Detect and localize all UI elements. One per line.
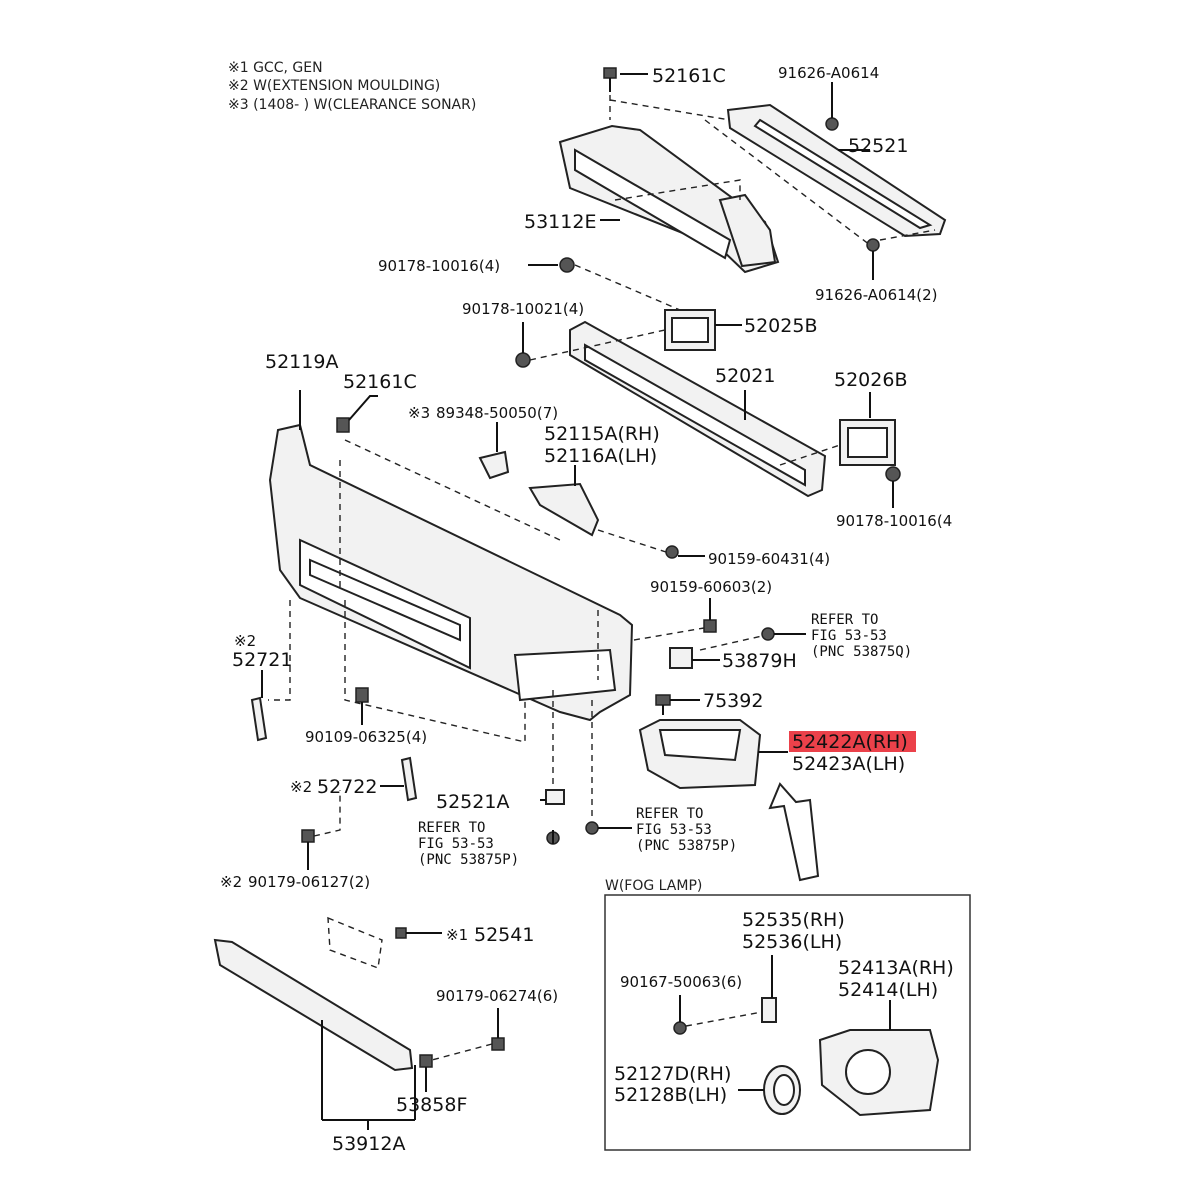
label-52721: 52721 (232, 649, 292, 671)
screw-90159-60431 (665, 545, 705, 559)
label-89348-50050: 89348-50050(7) (436, 404, 558, 422)
label-52116A: 52116A(LH) (544, 445, 657, 467)
label-52115A: 52115A(RH) (544, 423, 660, 445)
reinforcement-52021 (569, 320, 827, 498)
label-53858F: 53858F (396, 1094, 467, 1116)
label-52423A: 52423A(LH) (792, 753, 905, 775)
label-90179-06127: 90179-06127(2) (248, 873, 370, 891)
label-75392: 75392 (703, 690, 763, 712)
nut-90178-10021 (515, 322, 531, 368)
label-52161C-top: 52161C (652, 65, 726, 87)
label-90109-06325: 90109-06325(4) (305, 728, 427, 746)
label-52128B: 52128B(LH) (614, 1084, 727, 1106)
bolt-52161C-top (603, 67, 617, 92)
label-refer2-c: (PNC 53875P) (418, 852, 519, 868)
label-52722-prefix: ※2 (290, 778, 312, 796)
label-52119A: 52119A (265, 351, 338, 373)
note-3: ※3 (1408- ) W(CLEARANCE SONAR) (228, 97, 476, 113)
highlight-52422A (789, 731, 916, 752)
label-52025B: 52025B (744, 315, 817, 337)
label-90167-50063: 90167-50063(6) (620, 973, 742, 991)
label-90159-60603: 90159-60603(2) (650, 578, 772, 596)
plate-bracket-52541 (327, 916, 442, 969)
clip-75392 (655, 694, 700, 715)
screw-refer-p-left (546, 830, 560, 845)
fog-lamp-frame (604, 894, 971, 1151)
fog-bracket-52535 (761, 955, 777, 1023)
moulding-52721 (250, 670, 268, 742)
label-52422A: 52422A(RH) (792, 731, 908, 753)
retainer-52115A (528, 482, 600, 537)
nut-90178-10016-right (885, 466, 901, 508)
label-52535: 52535(RH) (742, 909, 845, 931)
label-52721-prefix: ※2 (234, 632, 256, 650)
bracket-52026B (839, 419, 896, 466)
clip-53879H (669, 647, 720, 669)
label-90179-06127-prefix: ※2 (220, 873, 242, 891)
nut-90179-06274 (491, 1008, 505, 1051)
note-1: ※1 GCC, GEN (228, 60, 323, 76)
label-52127D: 52127D(RH) (614, 1063, 731, 1085)
label-refer1-c: (PNC 53875Q) (811, 644, 912, 660)
label-52161C-left: 52161C (343, 371, 417, 393)
label-90178-10016-a: 90178-10016(4) (378, 257, 500, 275)
label-89348-prefix: ※3 (408, 404, 430, 422)
label-52541: 52541 (474, 924, 534, 946)
grille-support-53112E (558, 124, 780, 274)
label-refer3-a: REFER TO (636, 806, 703, 822)
label-53912A: 53912A (332, 1133, 405, 1155)
moulding-52722 (380, 756, 418, 802)
clip-52521A (540, 789, 565, 805)
screw-90167-50063 (673, 995, 687, 1035)
label-53879H: 53879H (722, 650, 797, 672)
clip-90109-06325 (355, 687, 369, 725)
label-refer1-b: FIG 53-53 (811, 628, 887, 644)
label-52722: 52722 (317, 776, 377, 798)
label-52026B: 52026B (834, 369, 907, 391)
sonar-bracket-89348 (478, 422, 510, 480)
fog-ring-52127D (738, 1065, 801, 1115)
label-52021: 52021 (715, 365, 775, 387)
label-91626-A0614: 91626-A0614 (778, 64, 879, 82)
label-refer3-c: (PNC 53875P) (636, 838, 737, 854)
bracket-52521 (726, 103, 947, 238)
label-91626-A0614-2: 91626-A0614(2) (815, 286, 937, 304)
bolt-91626-A0614 (825, 82, 839, 131)
fog-bezel-52413A (818, 1000, 940, 1117)
fog-cover-52422A (638, 719, 788, 790)
label-52521: 52521 (848, 135, 908, 157)
note-2: ※2 W(EXTENSION MOULDING) (228, 78, 440, 94)
label-52521A: 52521A (436, 791, 509, 813)
label-refer2-a: REFER TO (418, 820, 485, 836)
label-53112E: 53112E (524, 211, 596, 233)
nut-90178-10016-top (559, 257, 575, 273)
label-90178-10016-b: 90178-10016(4 (836, 512, 952, 530)
bumper-cover-52119A (268, 390, 634, 722)
label-52414: 52414(LH) (838, 979, 938, 1001)
moulding-53912A (213, 938, 416, 1130)
label-52541-prefix: ※1 (446, 926, 468, 944)
clip-90179-06127 (301, 829, 315, 870)
bolt-91626-A0614-2 (866, 238, 880, 280)
screw-refer-p-right (585, 821, 632, 835)
direction-arrow (768, 782, 820, 882)
bracket-52025B (664, 309, 716, 351)
label-90159-60431: 90159-60431(4) (708, 550, 830, 568)
clip-53858F (419, 1054, 433, 1092)
clip-90159-60603 (703, 598, 717, 633)
label-90179-06274: 90179-06274(6) (436, 987, 558, 1005)
label-refer3-b: FIG 53-53 (636, 822, 712, 838)
label-refer2-b: FIG 53-53 (418, 836, 494, 852)
bolt-52161C-left (336, 395, 378, 433)
screw-refer-q (761, 627, 806, 641)
label-refer1-a: REFER TO (811, 612, 878, 628)
label-52413A: 52413A(RH) (838, 957, 954, 979)
label-fog-title: W(FOG LAMP) (605, 878, 702, 894)
label-90178-10021: 90178-10021(4) (462, 300, 584, 318)
label-52536: 52536(LH) (742, 931, 842, 953)
